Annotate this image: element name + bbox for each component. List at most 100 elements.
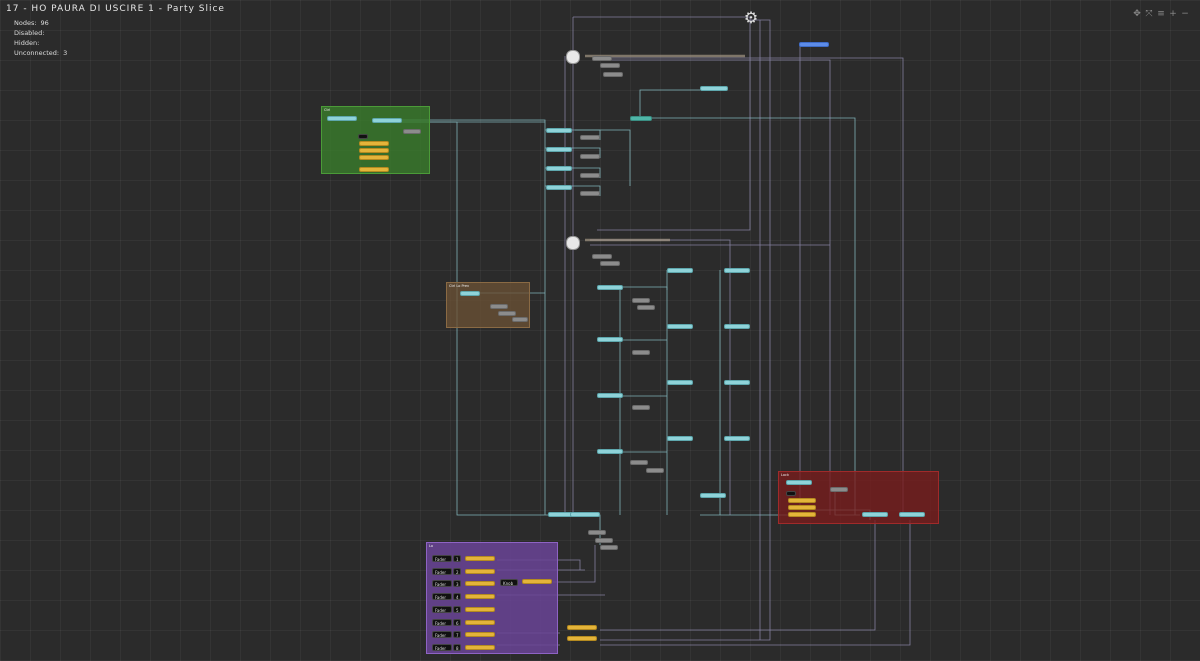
node[interactable] bbox=[788, 512, 816, 517]
fader-node[interactable]: Fader bbox=[432, 644, 452, 651]
zoom-in-icon[interactable]: + bbox=[1169, 9, 1177, 19]
node[interactable] bbox=[667, 436, 693, 441]
fader-output-node[interactable] bbox=[465, 569, 495, 574]
node[interactable] bbox=[359, 167, 389, 172]
group-title: Lo bbox=[429, 544, 434, 548]
node[interactable] bbox=[603, 72, 623, 77]
node[interactable] bbox=[862, 512, 888, 517]
fader-node[interactable]: Fader bbox=[432, 593, 452, 600]
node[interactable] bbox=[899, 512, 925, 517]
node[interactable] bbox=[597, 393, 623, 398]
node[interactable] bbox=[700, 493, 726, 498]
node[interactable] bbox=[570, 512, 600, 517]
group-orange[interactable]: Ctrl Lo Prev bbox=[446, 282, 530, 328]
node[interactable] bbox=[358, 134, 368, 139]
node[interactable] bbox=[632, 405, 650, 410]
node[interactable] bbox=[724, 380, 750, 385]
node[interactable] bbox=[592, 254, 612, 259]
node[interactable] bbox=[632, 298, 650, 303]
fader-node[interactable]: Fader bbox=[432, 555, 452, 562]
node[interactable] bbox=[597, 337, 623, 342]
node[interactable] bbox=[788, 498, 816, 503]
fader-node[interactable]: Fader bbox=[432, 619, 452, 626]
hub-node[interactable] bbox=[566, 50, 580, 64]
node[interactable] bbox=[724, 436, 750, 441]
node[interactable] bbox=[667, 380, 693, 385]
node[interactable] bbox=[546, 166, 572, 171]
fit-icon[interactable]: ✥ bbox=[1133, 9, 1141, 19]
node[interactable] bbox=[359, 155, 389, 160]
fader-number: 4 bbox=[453, 593, 461, 600]
node[interactable] bbox=[595, 538, 613, 543]
fader-number: 6 bbox=[453, 619, 461, 626]
align-icon[interactable]: ≡ bbox=[1157, 9, 1165, 19]
stat-label: Disabled: bbox=[14, 29, 45, 37]
node[interactable] bbox=[567, 636, 597, 641]
node[interactable] bbox=[724, 268, 750, 273]
node[interactable] bbox=[667, 324, 693, 329]
node[interactable] bbox=[359, 141, 389, 146]
node[interactable] bbox=[522, 579, 552, 584]
node[interactable] bbox=[667, 268, 693, 273]
expand-icon[interactable]: ⤧ bbox=[1145, 9, 1153, 19]
node[interactable] bbox=[359, 148, 389, 153]
node[interactable] bbox=[597, 449, 623, 454]
stat-value: 3 bbox=[63, 49, 68, 57]
node[interactable] bbox=[830, 487, 848, 492]
group-title: Ctrl Lo Prev bbox=[449, 284, 470, 288]
node[interactable] bbox=[592, 56, 612, 61]
node[interactable] bbox=[546, 128, 572, 133]
node[interactable] bbox=[546, 185, 572, 190]
fader-node[interactable]: Fader bbox=[432, 580, 452, 587]
node[interactable] bbox=[580, 191, 600, 196]
stat-row: Hidden: bbox=[10, 38, 67, 48]
node[interactable] bbox=[630, 460, 648, 465]
node[interactable] bbox=[632, 350, 650, 355]
node[interactable] bbox=[630, 116, 652, 121]
node[interactable] bbox=[788, 505, 816, 510]
node[interactable] bbox=[597, 285, 623, 290]
node[interactable] bbox=[700, 86, 728, 91]
node[interactable] bbox=[580, 154, 600, 159]
node[interactable] bbox=[403, 129, 421, 134]
fader-output-node[interactable] bbox=[465, 581, 495, 586]
node[interactable] bbox=[580, 173, 600, 178]
node[interactable] bbox=[799, 42, 829, 47]
node[interactable] bbox=[512, 317, 528, 322]
node[interactable] bbox=[372, 118, 402, 123]
knob-node[interactable]: Knob bbox=[500, 579, 518, 586]
node[interactable] bbox=[460, 291, 480, 296]
node[interactable] bbox=[637, 305, 655, 310]
fader-node[interactable]: Fader bbox=[432, 631, 452, 638]
fader-node[interactable]: Fader bbox=[432, 568, 452, 575]
fader-output-node[interactable] bbox=[465, 645, 495, 650]
node[interactable] bbox=[546, 147, 572, 152]
fader-output-node[interactable] bbox=[465, 620, 495, 625]
node[interactable] bbox=[490, 304, 508, 309]
node[interactable] bbox=[786, 480, 812, 485]
hub-node[interactable] bbox=[566, 236, 580, 250]
zoom-out-icon[interactable]: − bbox=[1181, 9, 1189, 19]
node[interactable] bbox=[580, 135, 600, 140]
fader-output-node[interactable] bbox=[465, 607, 495, 612]
node[interactable] bbox=[498, 311, 516, 316]
fader-output-node[interactable] bbox=[465, 556, 495, 561]
stat-row: Nodes:96 bbox=[10, 18, 67, 28]
node[interactable] bbox=[327, 116, 357, 121]
gear-icon[interactable]: ⚙ bbox=[743, 8, 759, 27]
node[interactable] bbox=[600, 545, 618, 550]
stat-row: Unconnected:3 bbox=[10, 48, 67, 58]
node[interactable] bbox=[724, 324, 750, 329]
node[interactable] bbox=[588, 530, 606, 535]
node[interactable] bbox=[567, 625, 597, 630]
node[interactable] bbox=[600, 63, 620, 68]
node[interactable] bbox=[646, 468, 664, 473]
fader-number: 1 bbox=[453, 555, 461, 562]
node[interactable] bbox=[600, 261, 620, 266]
node[interactable] bbox=[786, 491, 796, 496]
fader-output-node[interactable] bbox=[465, 594, 495, 599]
fader-output-node[interactable] bbox=[465, 632, 495, 637]
fader-node[interactable]: Fader bbox=[432, 606, 452, 613]
node[interactable] bbox=[548, 512, 572, 517]
